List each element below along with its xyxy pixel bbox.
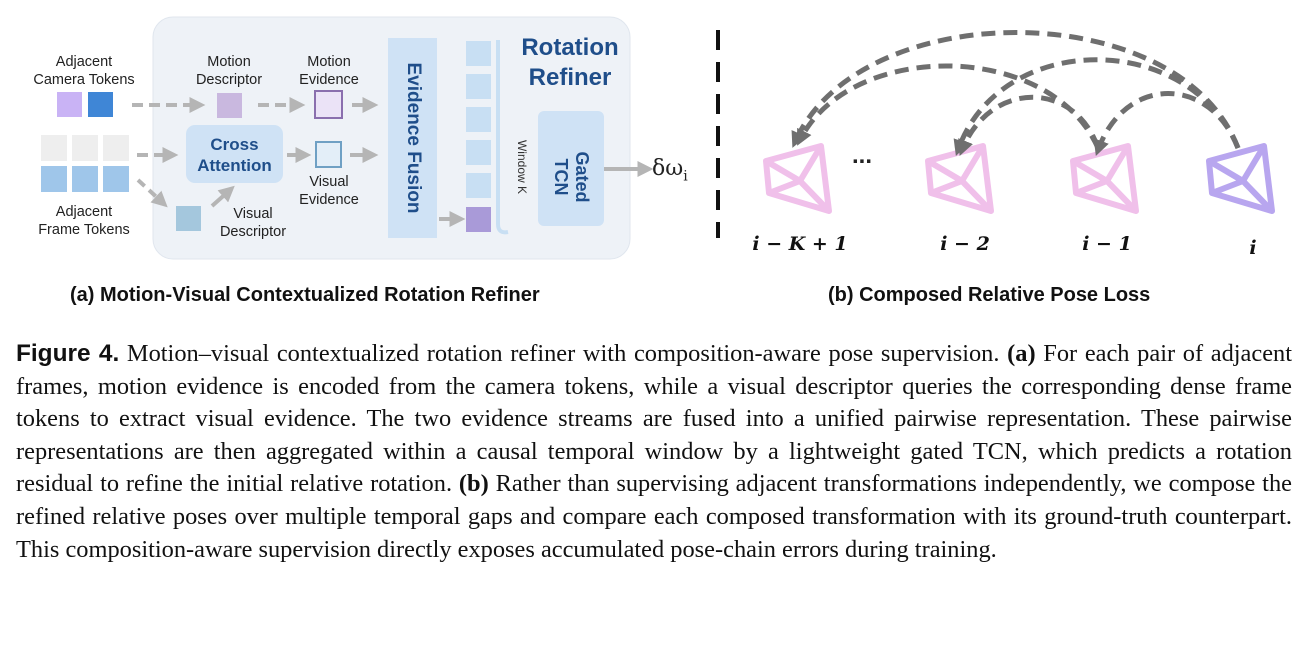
visual-evidence-token [315,141,342,168]
adjacent-frame-tokens-label: Adjacent Frame Tokens [24,203,144,239]
window-k-label: Window K [515,139,529,195]
frame-token [103,166,129,192]
label-line: Gated [572,151,592,203]
arc-i-to-i-k-1 [791,30,1241,149]
visual-evidence-label: Visual Evidence [289,173,369,209]
caption-intro: Motion–visual contextualized rotation re… [119,340,1008,367]
cross-attention-label: Cross Attention [186,134,283,176]
frame-token [41,166,67,192]
camera-token-purple [57,92,82,117]
label-line: Visual [233,206,273,222]
arc-i-1-to-i-2 [958,94,1101,156]
flow-arrows [132,97,654,227]
output-symbol: δω [652,156,684,181]
gated-tcn-block [538,111,604,226]
label-line: Motion [207,54,251,70]
subcaption-b: (b) Composed Relative Pose Loss [828,284,1151,306]
evidence-fusion-block [388,38,437,238]
visual-descriptor-label: Visual Descriptor [208,205,298,241]
caption-b-text: Rather than supervising adjacent transfo… [16,470,1292,563]
label-line: Descriptor [219,224,287,240]
camera-token-blue [88,92,113,117]
frame-token [72,166,98,192]
frame-token [103,135,129,161]
output-subscript: i [683,168,688,185]
rotation-refiner-title: Rotation Refiner [505,33,635,93]
camera-frustum-i-k-1 [763,143,832,214]
gated-tcn-label: Gated TCN [550,137,592,217]
title-line: Refiner [528,64,612,91]
arrow [136,178,168,208]
label-line: Evidence [299,72,359,88]
title-line: Rotation [521,34,619,61]
camera-frustum-i [1206,143,1275,214]
pairwise-token [466,74,491,99]
cross-attention-block [186,125,283,183]
caption-a-label: (a) [1007,340,1036,367]
camera-frustum-i-2 [925,143,994,214]
label-i-k-1: i − K + 1 [752,233,848,255]
label-i-1: i − 1 [1082,233,1132,255]
pairwise-token-current [466,207,491,232]
camera-frustum-i-1 [1070,143,1139,214]
label-line: Visual [309,174,349,190]
frame-token [72,135,98,161]
figure-label: Figure 4. [16,340,120,367]
pairwise-token [466,173,491,198]
label-line: Adjacent [55,204,113,220]
label-i-2: i − 2 [940,233,990,255]
label-line: Attention [197,156,272,175]
label-line: Camera Tokens [33,72,135,88]
visual-descriptor-token [176,206,201,231]
motion-descriptor-label: Motion Descriptor [184,53,274,89]
label-line: Frame Tokens [38,222,130,238]
output-delta-omega: δωi [652,155,702,190]
label-line: Adjacent [55,54,113,70]
evidence-fusion-label: Evidence Fusion [402,62,424,214]
arc-i-1-to-i-k-1 [797,63,1101,150]
arc-i-to-i-1 [1093,91,1241,157]
label-line: Descriptor [195,72,263,88]
label-line: Motion [307,54,351,70]
composition-arcs [791,30,1241,157]
caption-a-text: For each pair of adjacent frames, motion… [16,340,1292,498]
window-bracket [496,40,509,235]
motion-descriptor-token [217,93,242,118]
caption-b-label: (b) [458,470,489,498]
label-line: Cross [210,135,259,154]
frame-token [41,135,67,161]
subcaption-a: (a) Motion-Visual Contextualized Rotatio… [70,284,540,306]
label-line: TCN [551,158,571,196]
motion-evidence-token [314,90,343,119]
label-i: i [1249,237,1257,259]
motion-evidence-label: Motion Evidence [289,53,369,89]
figure-graphics [41,16,1275,260]
label-line: Evidence [299,192,359,208]
figure-caption: Figure 4. Motion–visual contextualized r… [16,338,1292,566]
arrow [210,185,235,208]
ellipsis: ... [851,142,872,169]
adjacent-camera-tokens-label: Adjacent Camera Tokens [24,53,144,89]
pairwise-token [466,41,491,66]
pairwise-token [466,107,491,132]
pairwise-token [466,140,491,165]
figure-4: Adjacent Camera Tokens Adjacent Frame To… [0,0,1307,320]
